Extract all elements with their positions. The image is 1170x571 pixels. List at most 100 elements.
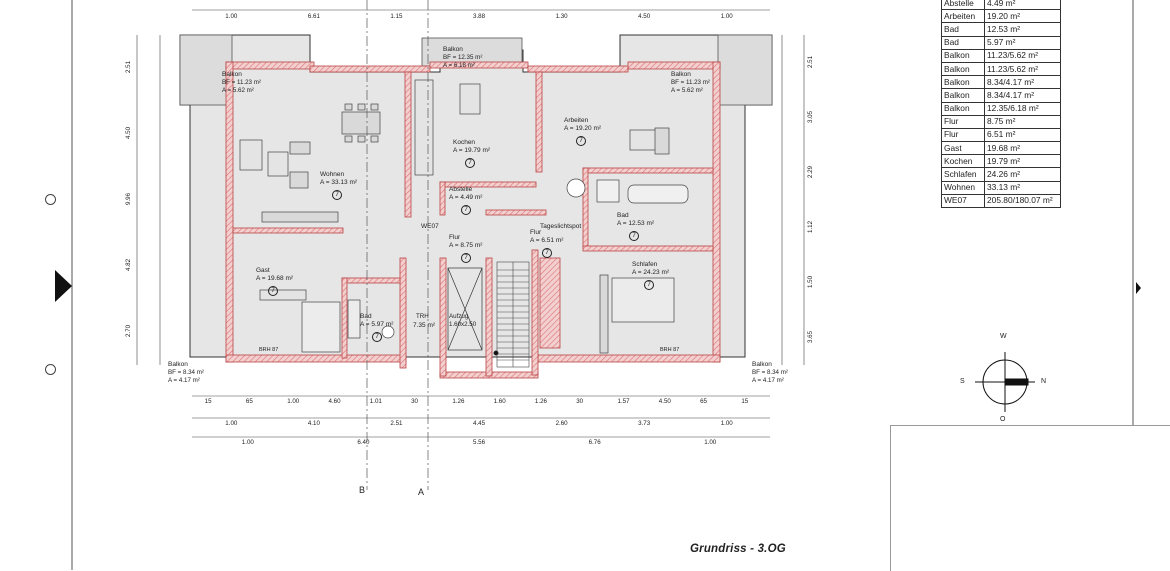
unit-label: WE07 bbox=[421, 223, 439, 230]
legend-room-area: 12.53 m² bbox=[984, 22, 1061, 37]
legend-room-area: 8.34/4.17 m² bbox=[984, 88, 1061, 103]
legend-room-area: 6.51 m² bbox=[984, 127, 1061, 143]
legend-room-area: 205.80/180.07 m² bbox=[984, 193, 1061, 209]
legend-room-name: Gast bbox=[941, 141, 985, 156]
room-name: Kochen bbox=[453, 139, 476, 146]
legend-room-name: WE07 bbox=[941, 193, 985, 209]
legend-room-name: Schlafen bbox=[941, 167, 985, 182]
room-number: 7 bbox=[268, 286, 278, 296]
legend-room-area: 4.49 m² bbox=[984, 0, 1061, 11]
dimension-value: 65 bbox=[245, 398, 253, 405]
balcony-ne bbox=[717, 34, 773, 106]
legend-room-name: Balkon bbox=[941, 88, 985, 103]
dimension-value: 6.76 bbox=[588, 439, 601, 446]
balcony-gross-area: BF = 11.23 m² bbox=[671, 79, 710, 86]
balcony-area: A = 4.17 m² bbox=[752, 377, 784, 384]
dimension-value: 65 bbox=[700, 398, 707, 405]
dimension-value: 5.56 bbox=[473, 439, 486, 446]
room-area: A = 8.75 m² bbox=[449, 242, 483, 249]
room-number: 7 bbox=[629, 231, 639, 241]
room-number: 7 bbox=[332, 190, 342, 200]
dimension-value: 1.01 bbox=[369, 398, 382, 405]
room-name: Abstelle bbox=[449, 186, 473, 193]
dimension-value: 6.61 bbox=[307, 13, 320, 20]
compass-east: O bbox=[1000, 416, 1006, 423]
legend-room-area: 11.23/5.62 m² bbox=[984, 61, 1061, 77]
dimension-value: 1.00 bbox=[287, 398, 300, 405]
balcony-gross-area: BF = 12.35 m² bbox=[443, 54, 483, 61]
dimension-value: 1.00 bbox=[720, 13, 733, 20]
dimension-value: 1.00 bbox=[225, 13, 238, 20]
room-number: 7 bbox=[372, 332, 382, 342]
room-area: A = 19.79 m² bbox=[453, 147, 491, 154]
section-lines bbox=[366, 0, 429, 490]
legend-room-area: 33.13 m² bbox=[984, 180, 1061, 195]
plan-caption: Grundriss - 3.OG bbox=[690, 543, 786, 555]
dimension-value: 1.15 bbox=[390, 13, 403, 20]
dimension-value: 1.26 bbox=[452, 398, 465, 405]
room-name: Arbeiten bbox=[564, 117, 589, 124]
legend-room-name: Wohnen bbox=[941, 180, 985, 195]
room-number: 7 bbox=[461, 253, 471, 263]
binder-hole-bottom bbox=[45, 364, 56, 375]
legend-room-name: Bad bbox=[941, 22, 985, 37]
room-area: A = 24.23 m² bbox=[632, 269, 670, 276]
stairwell-area: 7.35 m² bbox=[413, 322, 436, 329]
compass bbox=[975, 352, 1035, 412]
dimension-value: 30 bbox=[576, 398, 584, 405]
legend-room-area: 8.75 m² bbox=[984, 114, 1061, 129]
balcony-name: Balkon bbox=[671, 71, 691, 78]
legend-room-name: Arbeiten bbox=[941, 9, 985, 24]
legend-room-name: Flur bbox=[941, 127, 985, 143]
legend-room-name: Bad bbox=[941, 35, 985, 50]
room-number: 7 bbox=[465, 158, 475, 168]
room-area: A = 5.97 m² bbox=[360, 321, 394, 328]
balcony-nw bbox=[179, 34, 233, 106]
compass-west: W bbox=[1000, 333, 1007, 340]
room-number: 7 bbox=[644, 280, 654, 290]
balcony-name: Balkon bbox=[443, 46, 463, 53]
balcony-area: A = 6.18 m² bbox=[443, 62, 475, 69]
room-name: Flur bbox=[530, 229, 542, 236]
room-name: Bad bbox=[360, 313, 372, 320]
room-number: 7 bbox=[542, 248, 552, 258]
legend-room-name: Balkon bbox=[941, 48, 985, 63]
title-block bbox=[890, 425, 1170, 571]
room-area: A = 6.51 m² bbox=[530, 237, 564, 244]
dimension-value: 1.00 bbox=[704, 439, 717, 446]
room-area: A = 4.49 m² bbox=[449, 194, 483, 201]
staircase bbox=[496, 261, 530, 368]
dimension-value: 4.50 bbox=[658, 398, 671, 405]
compass-south: S bbox=[960, 378, 965, 385]
dimension-value: 2.70 bbox=[125, 324, 132, 337]
legend-room-name: Kochen bbox=[941, 154, 985, 169]
legend-room-area: 19.20 m² bbox=[984, 9, 1061, 24]
room-number: 7 bbox=[461, 205, 471, 215]
dimension-value: 4.50 bbox=[125, 126, 132, 139]
dimension-value: 1.60 bbox=[493, 398, 506, 405]
legend-room-name: Balkon bbox=[941, 101, 985, 116]
dimension-value: 6.40 bbox=[357, 439, 370, 446]
dimension-value: 2.51 bbox=[390, 420, 403, 427]
elevator-size: 1.60x2.50 bbox=[449, 321, 477, 328]
room-area: A = 12.53 m² bbox=[617, 220, 655, 227]
dimension-value: 15 bbox=[204, 398, 212, 405]
dimension-value: 4.60 bbox=[328, 398, 341, 405]
dimension-value: 1.57 bbox=[617, 398, 630, 405]
dimension-value: 4.45 bbox=[473, 420, 486, 427]
dimension-value: 4.10 bbox=[307, 420, 320, 427]
balcony-name: Balkon bbox=[222, 71, 242, 78]
furniture bbox=[239, 79, 689, 356]
